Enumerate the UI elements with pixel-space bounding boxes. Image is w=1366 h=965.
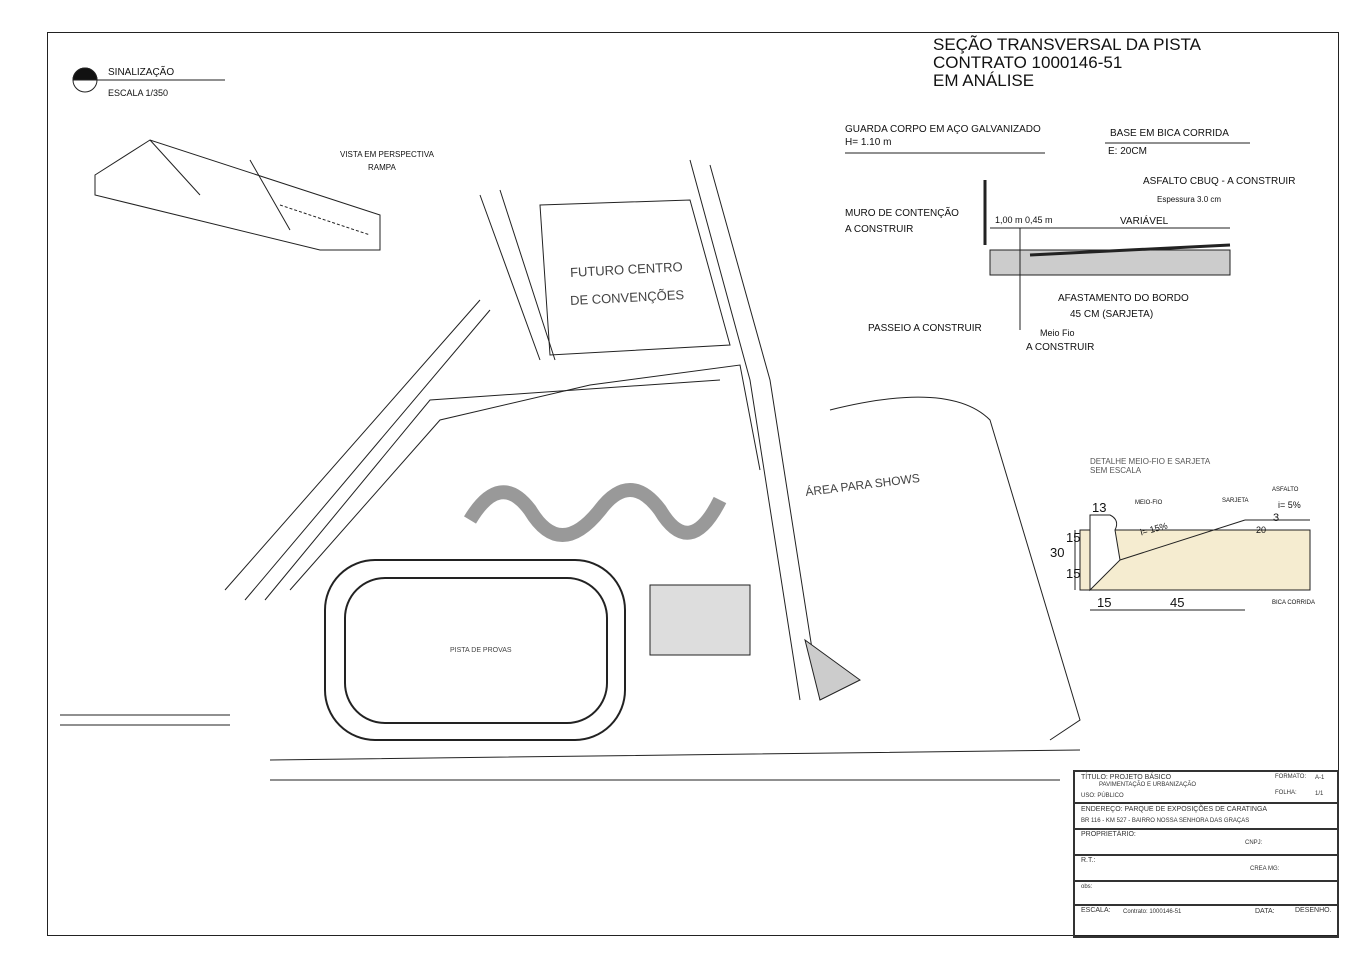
detail-bica: BICA CORRIDA <box>1272 600 1316 606</box>
tb-owner: PROPRIETÁRIO: <box>1081 831 1136 838</box>
legend-symbol-icon <box>72 67 225 93</box>
dim-30: 30 <box>1050 545 1065 560</box>
tb-title: TÍTULO: PROJETO BÁSICO <box>1081 774 1172 781</box>
drawing-frame <box>47 32 1339 936</box>
tb-rt: R.T.: <box>1081 857 1096 864</box>
tb-drawing: DESENHO. <box>1295 907 1332 914</box>
legend-scale: ESCALA 1/350 <box>108 88 169 98</box>
perspective-title: VISTA EM PERSPECTIVA <box>340 150 434 159</box>
label-dims: 1,00 m 0,45 m <box>995 215 1053 225</box>
label-base-e: E: 20CM <box>1108 146 1147 157</box>
detail-subtitle: SEM ESCALA <box>1090 466 1142 475</box>
label-asphalt-e: Espessura 3.0 cm <box>1157 195 1222 204</box>
tb-format-label: FORMATO: <box>1275 774 1307 780</box>
label-guard: GUARDA CORPO EM AÇO GALVANIZADO <box>845 124 1041 135</box>
hatched-area <box>804 638 861 701</box>
label-curb: Meio Fio <box>1040 328 1075 338</box>
label-wall: MURO DE CONTENÇÃO <box>845 208 959 219</box>
tb-title-2: PAVIMENTAÇÃO E URBANIZAÇÃO <box>1099 782 1197 788</box>
detail-title: DETALHE MEIO-FIO E SARJETA <box>1090 457 1211 466</box>
tb-address-2: BR 116 - KM 527 - BAIRRO NOSSA SENHORA D… <box>1081 818 1250 824</box>
tb-date: DATA: <box>1255 908 1275 915</box>
header-title: SEÇÃO TRANSVERSAL DA PISTA CONTRATO 1000… <box>933 36 1201 90</box>
legend-title: SINALIZAÇÃO <box>108 67 175 78</box>
label-curb-2: A CONSTRUIR <box>1026 342 1095 353</box>
label-sidewalk: PASSEIO A CONSTRUIR <box>868 323 982 334</box>
dim-3: 3 <box>1273 512 1280 524</box>
label-variable: VARIÁVEL <box>1120 216 1169 227</box>
label-guard-h: H= 1.10 m <box>845 137 892 148</box>
tb-use: USO: PÚBLICO <box>1081 793 1124 799</box>
track-pista-de-provas <box>324 559 626 741</box>
tb-address: ENDEREÇO: PARQUE DE EXPOSIÇÕES DE CARATI… <box>1081 806 1268 813</box>
dim-13: 13 <box>1092 500 1107 515</box>
dim-15c: 15 <box>1097 595 1112 610</box>
label-asphalt: ASFALTO CBUQ - A CONSTRUIR <box>1143 176 1296 187</box>
tb-format: A-1 <box>1315 775 1325 781</box>
wave-walkway <box>463 483 727 542</box>
tb-obs: obs: <box>1081 884 1093 890</box>
label-base: BASE EM BICA CORRIDA <box>1110 128 1229 139</box>
header-line-2: CONTRATO 1000146-51 <box>933 53 1123 72</box>
label-offset-2: 45 CM (SARJETA) <box>1070 309 1154 320</box>
dim-45: 45 <box>1170 595 1185 610</box>
tb-cnpj: CNPJ: <box>1245 840 1263 846</box>
tb-sheet-label: FOLHA: <box>1275 790 1297 796</box>
curb-detail <box>1074 514 1311 611</box>
tb-crea: CREA MG: <box>1250 866 1280 872</box>
header-line-3: EM ANÁLISE <box>933 71 1035 90</box>
detail-slope-2: i= 5% <box>1278 500 1301 510</box>
section-drawing <box>845 142 1250 330</box>
building <box>649 584 751 656</box>
tb-scale: ESCALA: <box>1081 907 1111 914</box>
dim-15a: 15 <box>1066 530 1081 545</box>
tb-contract: Contrato: 1000146-51 <box>1123 909 1182 915</box>
tb-sheet: 1/1 <box>1315 791 1324 797</box>
roads <box>60 159 1081 781</box>
detail-meio-fio: MEIO-FIO <box>1135 500 1163 506</box>
detail-sarjeta: SARJETA <box>1222 498 1249 504</box>
header-line-1: SEÇÃO TRANSVERSAL DA PISTA <box>933 35 1201 54</box>
detail-asfalto: ASFALTO <box>1272 487 1299 493</box>
ramp-perspective <box>94 139 381 251</box>
label-track: PISTA DE PROVAS <box>450 647 512 654</box>
dim-15b: 15 <box>1066 566 1081 581</box>
label-wall-2: A CONSTRUIR <box>845 224 914 235</box>
label-offset: AFASTAMENTO DO BORDO <box>1058 293 1189 304</box>
dim-20: 20 <box>1256 525 1267 535</box>
perspective-subtitle: RAMPA <box>368 163 396 172</box>
